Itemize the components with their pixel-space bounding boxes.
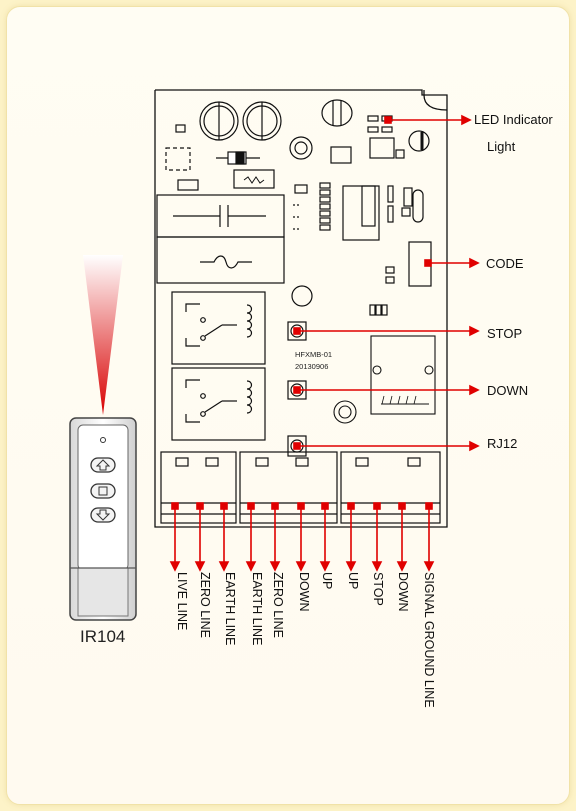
terminal-label-4: EARTH LINE	[250, 572, 264, 646]
terminal-label-8: UP	[346, 572, 360, 590]
terminal-label-9: STOP	[371, 572, 385, 606]
stop-arrow-head	[469, 325, 480, 337]
diagram-frame	[6, 6, 570, 805]
led-light-label: Light	[487, 139, 516, 154]
stop-label: STOP	[487, 326, 523, 341]
circuit-board	[154, 89, 448, 528]
up-arrow-icon[interactable]	[90, 457, 116, 473]
terminal-label-11: SIGNAL GROUND LINE	[422, 572, 436, 708]
down-arrow-head	[469, 384, 480, 396]
terminal-arrow-head-6	[295, 561, 307, 572]
remote-model-label: IR104	[80, 627, 126, 646]
board-components	[156, 99, 432, 441]
terminal-arrow-head-11	[423, 561, 435, 572]
led-arrow-head	[461, 114, 472, 126]
rj12-label: RJ12	[487, 436, 518, 451]
terminal-label-10: DOWN	[396, 572, 410, 612]
terminal-arrow-head-9	[371, 561, 383, 572]
remote-led	[100, 437, 106, 443]
terminal-label-7: UP	[320, 572, 334, 590]
board-model-text: HFXMB-01	[295, 350, 332, 359]
terminal-arrow-head-1	[169, 561, 181, 572]
rj-connector-block	[333, 335, 436, 424]
led-indicator-label: LED Indicator	[474, 112, 553, 127]
terminal-label-5: ZERO LINE	[271, 572, 285, 638]
code-arrow-head	[469, 257, 480, 269]
ir-beam	[83, 255, 123, 415]
down-arrow-icon[interactable]	[90, 507, 116, 523]
stop-square-icon[interactable]	[90, 483, 116, 499]
terminal-arrow-head-8	[345, 561, 357, 572]
down-label: DOWN	[487, 383, 529, 398]
red-arrows	[169, 114, 480, 572]
remote-control	[69, 417, 137, 621]
terminal-label-2: ZERO LINE	[198, 572, 212, 638]
terminal-arrow-head-5	[269, 561, 281, 572]
relay-symbols	[185, 303, 253, 423]
code-label: CODE	[486, 256, 524, 271]
terminal-arrow-head-2	[194, 561, 206, 572]
terminal-arrow-head-7	[319, 561, 331, 572]
terminal-arrow-head-4	[245, 561, 257, 572]
terminal-label-1: LIVE LINE	[175, 572, 189, 631]
terminal-arrow-head-3	[218, 561, 230, 572]
rj12-arrow-head	[469, 440, 480, 452]
terminal-label-6: DOWN	[297, 572, 311, 612]
terminal-label-3: EARTH LINE	[223, 572, 237, 646]
board-date-text: 20130906	[295, 362, 328, 371]
terminal-arrow-head-10	[396, 561, 408, 572]
